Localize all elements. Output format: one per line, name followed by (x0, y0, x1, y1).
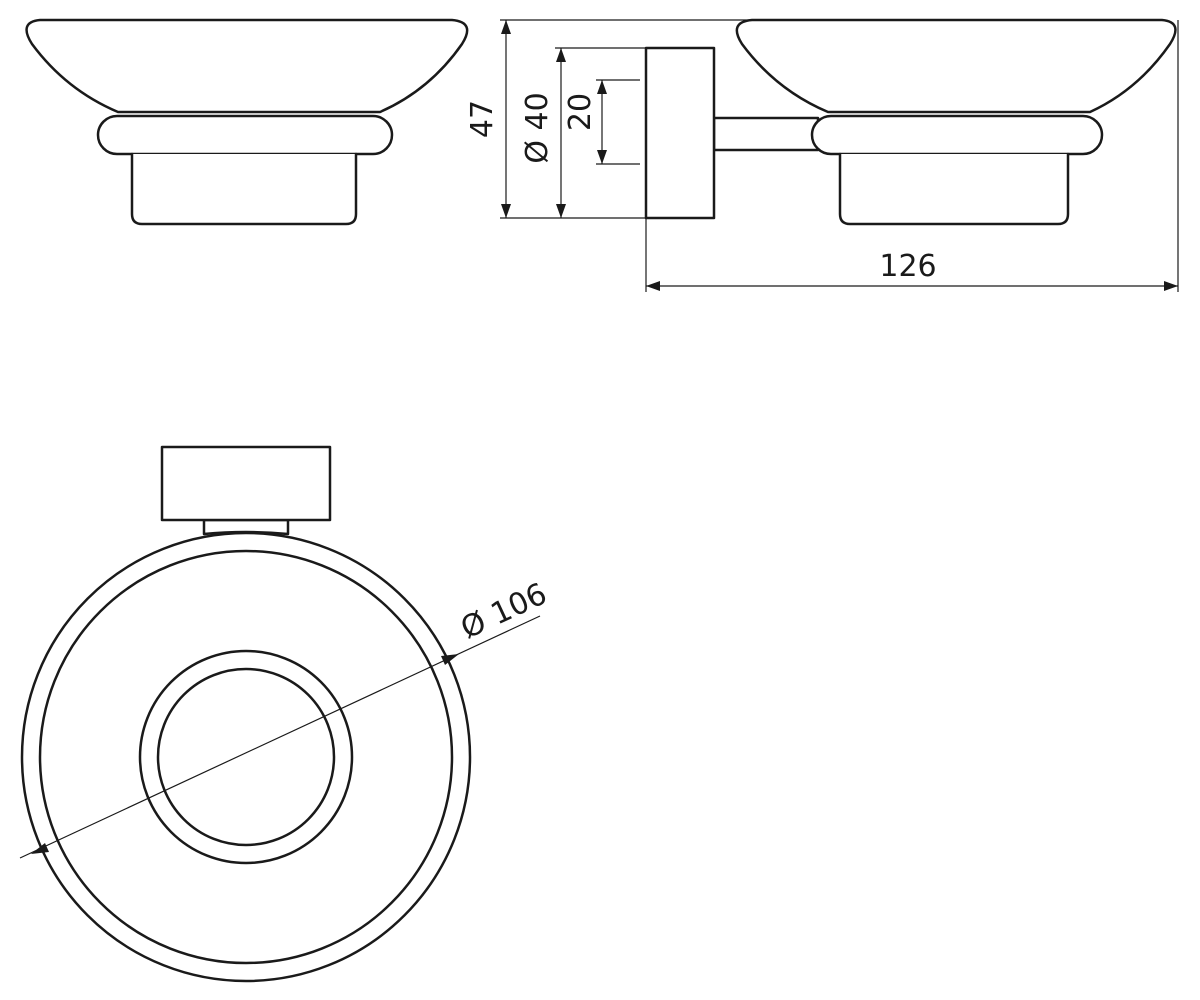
front-view (25, 18, 469, 226)
side-view-ring (810, 114, 1104, 156)
dimension-dish-diameter (19, 615, 541, 859)
dimension-wall-plate-diameter (555, 47, 646, 218)
top-view (20, 445, 472, 983)
side-view-cup (838, 152, 1070, 226)
dimension-height-total-label: 47 (465, 100, 500, 138)
top-view-outer-rim (20, 531, 472, 983)
dimension-dish-diameter-label: Ø 106 (456, 576, 553, 646)
side-view-arm (712, 116, 820, 152)
dimension-wall-plate-diameter-label: Ø 40 (520, 92, 555, 163)
top-view-cup-inner (156, 667, 336, 847)
front-view-ring (96, 114, 394, 156)
front-view-dish (25, 18, 469, 114)
top-view-wall-plate (160, 445, 332, 522)
top-view-cup-outer (138, 649, 354, 865)
top-view-inner-rim (38, 549, 454, 965)
dimension-height-total (500, 19, 760, 219)
dimension-wall-plate-offset-label: 20 (563, 93, 598, 131)
side-view-wall-plate (644, 46, 716, 220)
dimension-total-depth (645, 20, 1179, 292)
side-view-dish (735, 18, 1177, 114)
top-view-neck (202, 518, 290, 536)
front-view-cup (130, 152, 358, 226)
dimension-wall-plate-offset (596, 79, 640, 165)
dimension-total-depth-label: 126 (879, 249, 936, 284)
side-view (644, 18, 1177, 226)
